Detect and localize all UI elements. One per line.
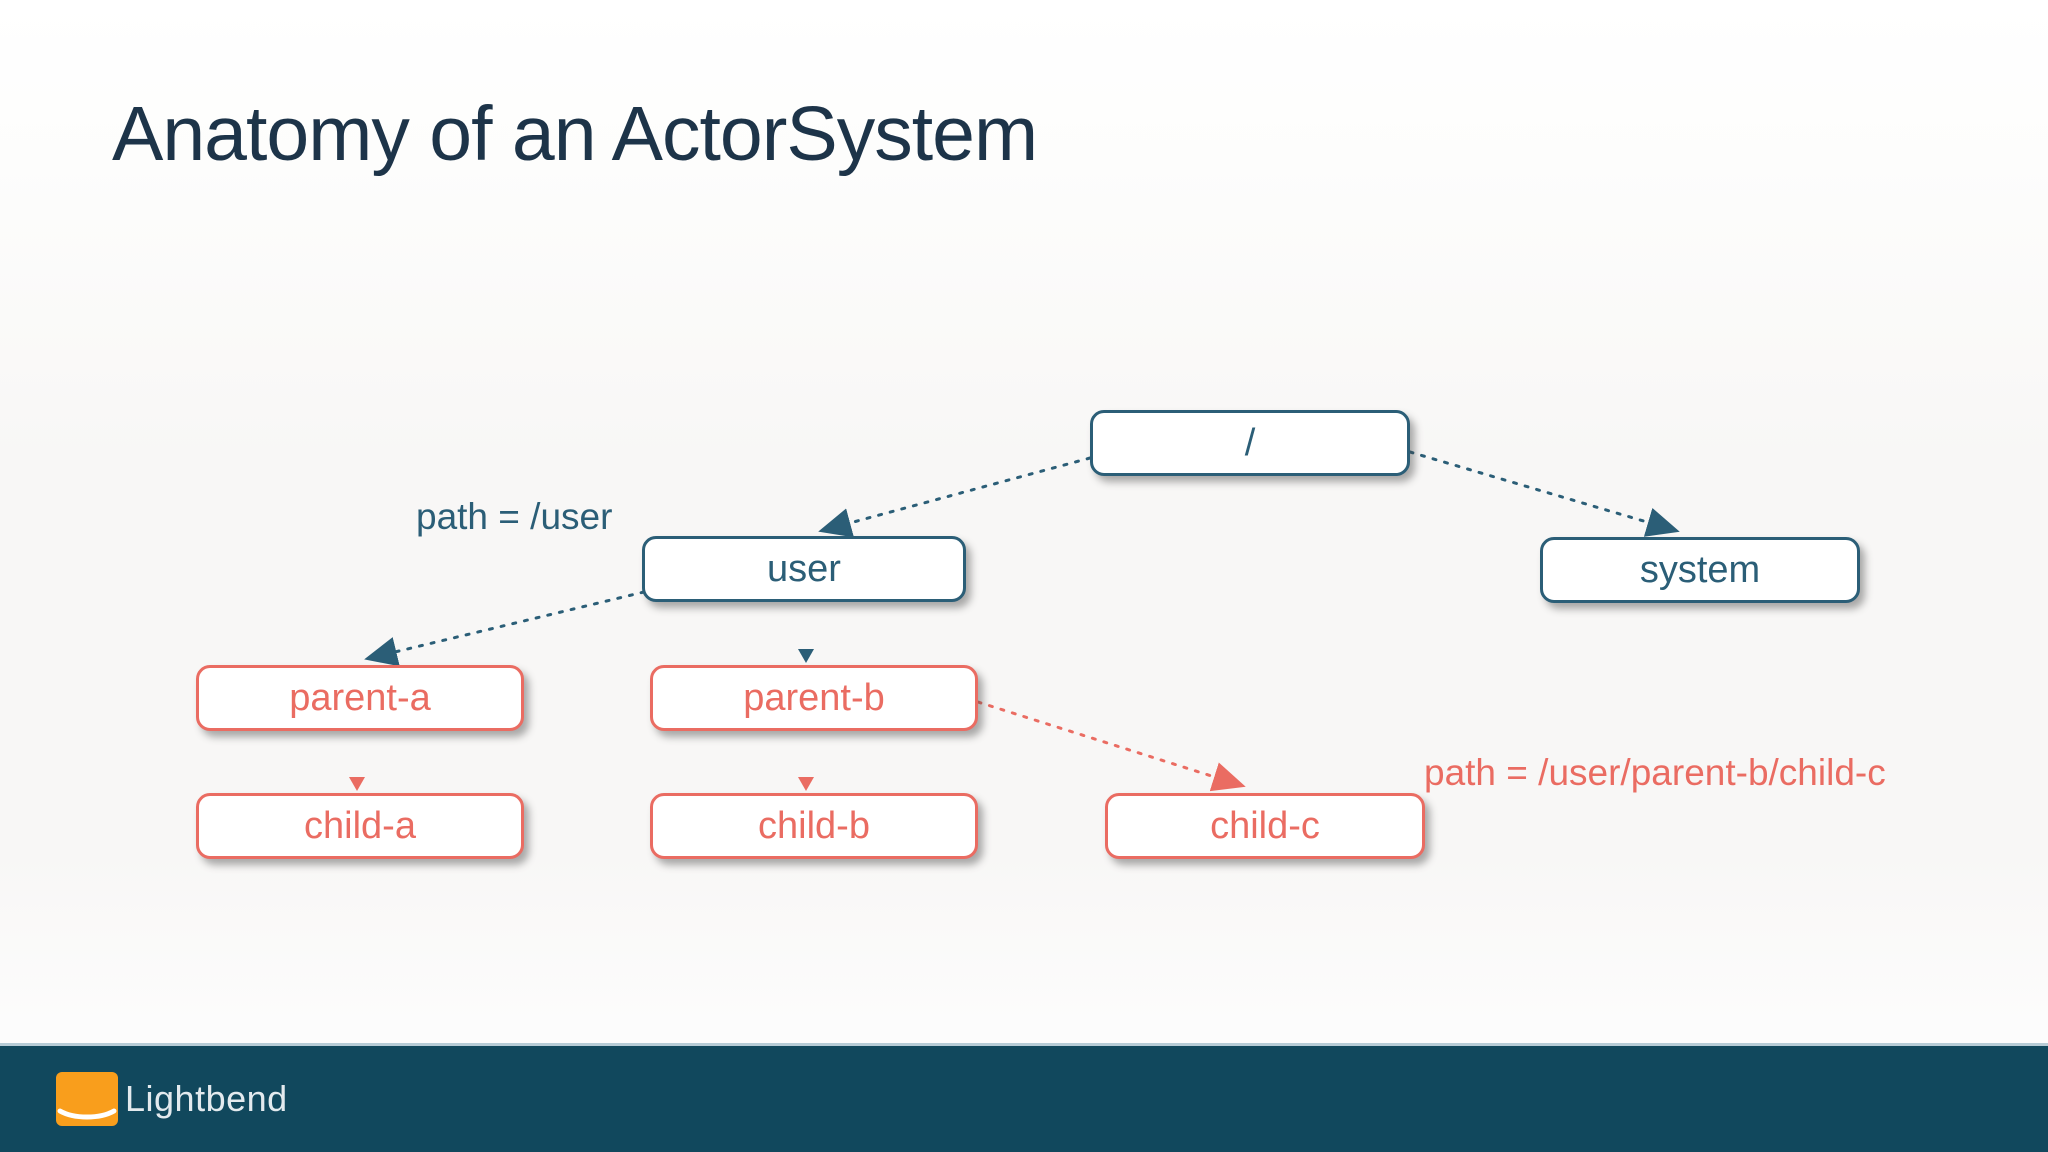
node-child-c-label: child-c <box>1210 804 1320 847</box>
edge-user-to-parent-b-arrowhead <box>798 649 814 663</box>
annotation-path-child-c: path = /user/parent-b/child-c <box>1424 752 1886 793</box>
footer-bar: Lightbend <box>0 1043 2048 1152</box>
node-root: / <box>1090 410 1410 476</box>
brand-name: Lightbend <box>125 1078 288 1119</box>
node-child-a-label: child-a <box>304 804 416 847</box>
node-parent-b: parent-b <box>650 665 978 731</box>
annotation-path-user: path = /user <box>416 496 613 537</box>
edge-parent-b-to-child-c <box>976 700 1246 792</box>
node-parent-b-label: parent-b <box>743 676 885 719</box>
lightbend-logo-icon <box>56 1072 118 1126</box>
edge-parent-a-to-child-a-arrowhead <box>349 777 365 791</box>
slide-title: Anatomy of an ActorSystem <box>112 91 1038 177</box>
node-system: system <box>1540 537 1860 603</box>
node-parent-a-label: parent-a <box>289 676 431 719</box>
node-child-c: child-c <box>1105 793 1425 859</box>
edge-parent-b-to-child-b-arrowhead <box>798 777 814 791</box>
node-parent-a: parent-a <box>196 665 524 731</box>
node-child-b-label: child-b <box>758 804 870 847</box>
node-root-label: / <box>1244 421 1256 464</box>
node-system-label: system <box>1639 548 1761 591</box>
node-user-label: user <box>767 547 841 590</box>
edge-user-to-parent-a <box>364 590 646 667</box>
edge-root-to-system <box>1408 450 1680 537</box>
node-child-a: child-a <box>196 793 524 859</box>
node-user: user <box>642 536 966 602</box>
edge-root-to-user <box>818 456 1092 538</box>
node-child-b: child-b <box>650 793 978 859</box>
